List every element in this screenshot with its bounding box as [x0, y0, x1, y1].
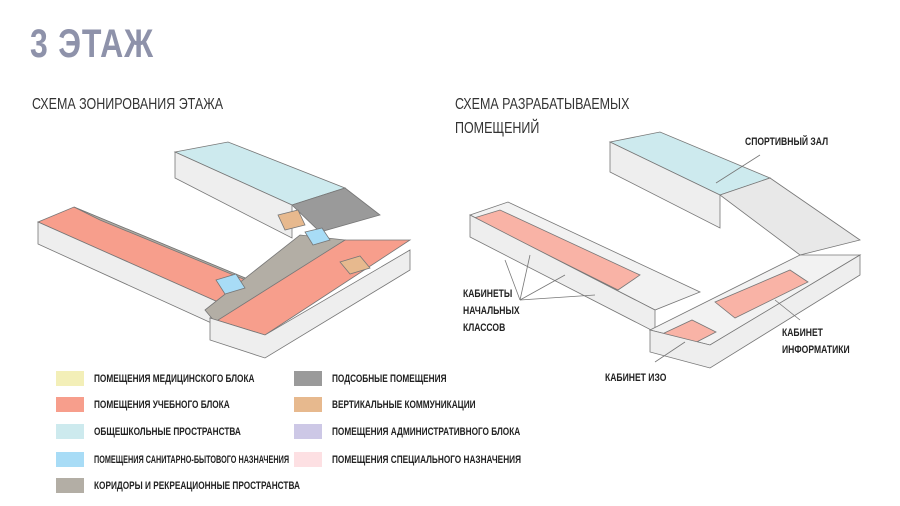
right-wing-front-wall-r — [649, 254, 861, 369]
legend-swatch — [56, 371, 84, 386]
right-wing-front-wall — [209, 249, 411, 359]
legend-item: ПОМЕЩЕНИЯ УЧЕБНОГО БЛОКА — [56, 397, 275, 412]
page-title: 3 ЭТАЖ — [30, 22, 154, 66]
legend-item: ПОДСОБНЫЕ ПОМЕЩЕНИЯ — [294, 371, 485, 386]
legend-swatch — [294, 424, 322, 439]
legend-item: ПОМЕЩЕНИЯ САНИТАРНО-БЫТОВОГО НАЗНАЧЕНИЯ — [56, 452, 390, 467]
label-primary-2: НАЧАЛЬНЫХ — [463, 305, 520, 317]
label-primary-3: КЛАССОВ — [463, 322, 506, 334]
legend-item: ПОМЕЩЕНИЯ СПЕЦИАЛЬНОГО НАЗНАЧЕНИЯ — [294, 452, 584, 467]
legend-item: ВЕРТИКАЛЬНЫЕ КОММУНИКАЦИИ — [294, 397, 523, 412]
legend-swatch — [294, 371, 322, 386]
rooms-heading-line1: СХЕМА РАЗРАБАТЫВАЕМЫХ — [455, 96, 630, 113]
stairs — [277, 209, 306, 231]
legend-item: ОБЩЕШКОЛЬНЫЕ ПРОСТРАНСТВА — [56, 424, 290, 439]
service-r — [719, 177, 861, 256]
legend-swatch — [56, 452, 84, 467]
gym-front-wall-r — [609, 141, 721, 229]
zoning-heading: СХЕМА ЗОНИРОВАНИЯ ЭТАЖА — [32, 96, 224, 113]
label-it-2: ИНФОРМАТИКИ — [782, 344, 850, 356]
legend-item: ПОМЕЩЕНИЯ АДМИНИСТРАТИВНОГО БЛОКА — [294, 424, 583, 439]
label-gym: СПОРТИВНЫЙ ЗАЛ — [745, 136, 829, 148]
legend-item: КОРИДОРЫ И РЕКРЕАЦИОННЫЕ ПРОСТРАНСТВА — [56, 478, 369, 493]
zoning-plan — [36, 141, 412, 359]
stairs-2 — [339, 255, 371, 275]
legend-swatch — [56, 424, 84, 439]
legend-swatch — [56, 397, 84, 412]
it-room — [714, 269, 809, 319]
right-wing-corridor — [204, 234, 347, 323]
leader-lines — [504, 154, 801, 363]
rooms-heading-line2: ПОМЕЩЕНИЙ — [455, 120, 540, 137]
sanitary — [304, 227, 331, 246]
label-primary-1: КАБИНЕТЫ — [463, 288, 513, 300]
label-art: КАБИНЕТ ИЗО — [605, 372, 667, 384]
sanitary-2 — [215, 273, 246, 295]
service-block — [291, 187, 381, 233]
gym-front-wall — [174, 151, 293, 239]
label-it-1: КАБИНЕТ — [782, 327, 823, 339]
legend-swatch — [294, 452, 322, 467]
legend-swatch — [56, 478, 84, 493]
legend-swatch — [294, 397, 322, 412]
legend-item: ПОМЕЩЕНИЯ МЕДИЦИНСКОГО БЛОКА — [56, 371, 308, 386]
rooms-plan — [468, 131, 862, 369]
